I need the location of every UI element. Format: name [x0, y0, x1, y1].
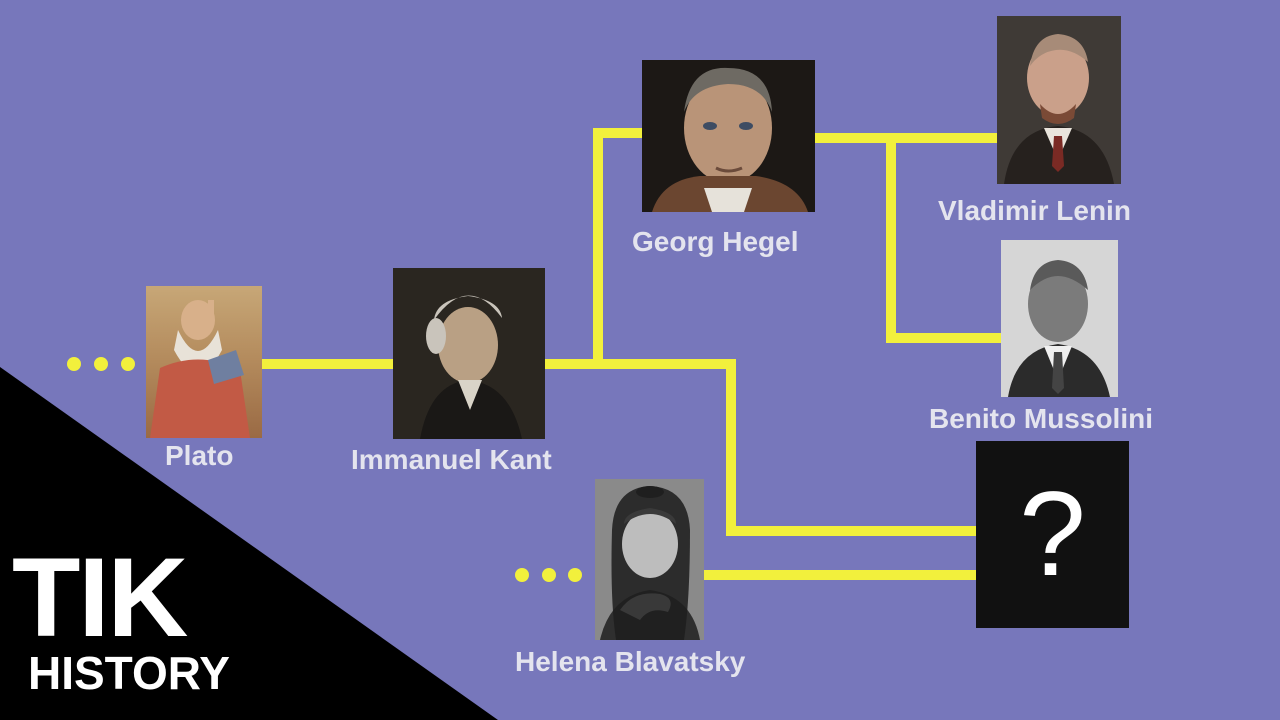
label-lenin: Vladimir Lenin	[938, 195, 1131, 226]
unknown-node: ?	[976, 441, 1129, 628]
logo-background	[0, 367, 498, 720]
connector-kant-hegel	[545, 128, 642, 369]
portrait-mussolini	[1001, 240, 1118, 397]
label-blavatsky: Helena Blavatsky	[515, 646, 746, 677]
portrait-hegel	[642, 60, 815, 212]
logo-tik: TIK	[12, 535, 188, 660]
label-kant: Immanuel Kant	[351, 444, 552, 475]
portrait-kant	[393, 268, 545, 439]
connector-hegel-mussolini	[886, 138, 1001, 343]
connectors	[262, 128, 1001, 580]
label-mussolini: Benito Mussolini	[929, 403, 1153, 434]
label-hegel: Georg Hegel	[632, 226, 799, 257]
ellipsis-plato	[67, 357, 135, 371]
connector-kant-unknown	[598, 359, 976, 536]
portrait-plato	[146, 286, 262, 438]
ellipsis-blavatsky	[515, 568, 582, 582]
label-plato: Plato	[165, 440, 234, 471]
portrait-lenin	[997, 16, 1121, 184]
portrait-blavatsky	[595, 479, 704, 640]
logo-history: HISTORY	[28, 647, 230, 699]
